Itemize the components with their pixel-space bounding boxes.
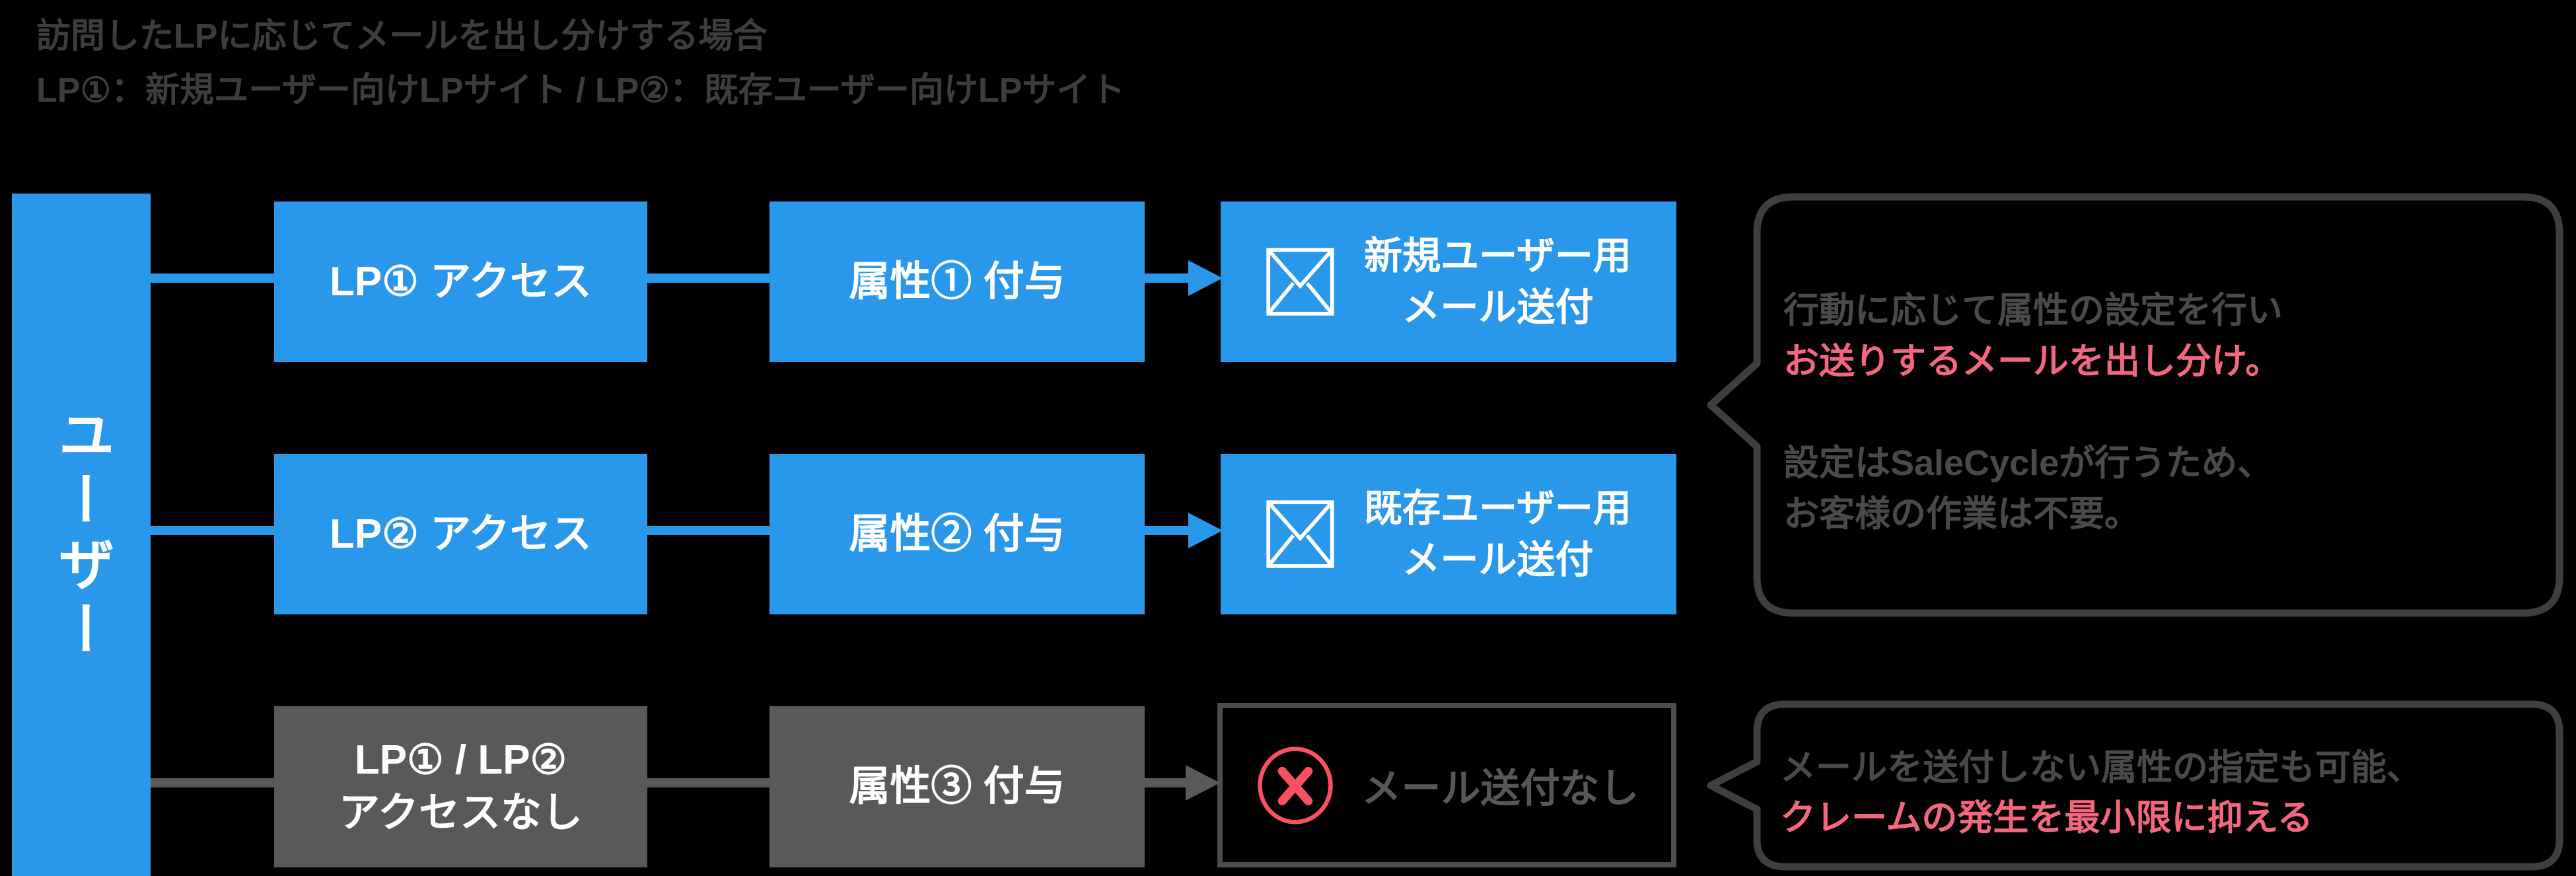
- box-mail-new-user: 新規ユーザー用 メール送付: [1221, 201, 1676, 362]
- callout-line: 行動に応じて属性の設定を行い: [1783, 291, 2283, 330]
- mail-content: 新規ユーザー用 メール送付: [1266, 231, 1631, 334]
- box-no-access: LP① / LP② アクセスなし: [274, 706, 647, 867]
- box-attr3: 属性③ 付与: [769, 706, 1145, 867]
- box-lp2-access-label: LP② アクセス: [330, 511, 592, 557]
- callout-bubble-1: [1707, 193, 2563, 617]
- callout-2-text: メールを送付しない属性の指定も可能、 クレームの発生を最小限に抑える: [1780, 743, 2422, 843]
- mail-text-line-2: メール送付: [1402, 538, 1594, 581]
- box-attr1-label: 属性① 付与: [849, 258, 1065, 305]
- box-attr3-label: 属性③ 付与: [849, 764, 1065, 809]
- box-mail-existing-user: 既存ユーザー用 メール送付: [1221, 454, 1676, 614]
- callout-line: お客様の作業は不要。: [1783, 494, 2140, 534]
- connector-line: [151, 526, 274, 535]
- callout-line-emphasis: クレームの発生を最小限に抑える: [1780, 798, 2313, 838]
- connector-line: [151, 778, 274, 787]
- box-lp1-access: LP① アクセス: [274, 201, 647, 362]
- user-bar: ユーザー: [12, 194, 151, 876]
- connector-line: [1145, 526, 1190, 535]
- mail-text-line-1: 既存ユーザー用: [1364, 486, 1631, 530]
- callout-line-emphasis: お送りするメールを出し分け。: [1783, 342, 2281, 381]
- page-title: 訪問したLPに応じてメールを出し分けする場合 LP①：新規ユーザー向けLPサイト…: [36, 9, 1125, 118]
- mail-text-line-1: 新規ユーザー用: [1364, 234, 1631, 277]
- callout-line-spacer: [1783, 387, 2283, 438]
- mail-content: 既存ユーザー用 メール送付: [1266, 483, 1631, 586]
- box-no-access-line-1: LP① / LP②: [354, 737, 567, 783]
- mail-text-line-2: メール送付: [1402, 285, 1594, 329]
- envelope-icon: [1266, 500, 1334, 568]
- connector-line: [647, 778, 769, 787]
- flow-arrowhead: [1186, 765, 1220, 801]
- mail-text: 既存ユーザー用 メール送付: [1364, 483, 1631, 586]
- flow-arrowhead: [1188, 260, 1223, 296]
- connector-line: [647, 526, 769, 535]
- box-lp2-access: LP② アクセス: [274, 454, 647, 614]
- title-line-2: LP①：新規ユーザー向けLPサイト / LP②：既存ユーザー向けLPサイト: [36, 71, 1126, 110]
- box-attr2-label: 属性② 付与: [849, 511, 1065, 557]
- crossed-circle-icon: [1257, 746, 1333, 824]
- callout-line: メールを送付しない属性の指定も可能、: [1780, 748, 2422, 787]
- connector-line: [151, 274, 274, 283]
- box-no-mail: メール送付なし: [1217, 703, 1676, 867]
- box-no-access-label: LP① / LP② アクセスなし: [339, 734, 583, 840]
- box-no-mail-label: メール送付なし: [1361, 766, 1639, 811]
- callout-1-text: 行動に応じて属性の設定を行い お送りするメールを出し分け。 設定はSaleCyc…: [1783, 285, 2283, 540]
- user-bar-label: ユーザー: [49, 405, 113, 665]
- callout-line: 設定はSaleCycleが行うため、: [1783, 443, 2273, 483]
- box-lp1-access-label: LP① アクセス: [330, 258, 592, 305]
- connector-line: [647, 274, 769, 283]
- title-line-1: 訪問したLPに応じてメールを出し分けする場合: [36, 17, 768, 55]
- box-no-access-line-2: アクセスなし: [339, 790, 583, 836]
- envelope-icon: [1266, 248, 1334, 316]
- connector-line: [1145, 274, 1190, 283]
- box-attr1: 属性① 付与: [769, 201, 1145, 362]
- connector-line: [1145, 778, 1187, 787]
- mail-text: 新規ユーザー用 メール送付: [1364, 231, 1631, 334]
- flow-arrowhead: [1188, 513, 1223, 548]
- box-attr2: 属性② 付与: [769, 454, 1145, 614]
- callout-bubble-2: [1707, 700, 2563, 871]
